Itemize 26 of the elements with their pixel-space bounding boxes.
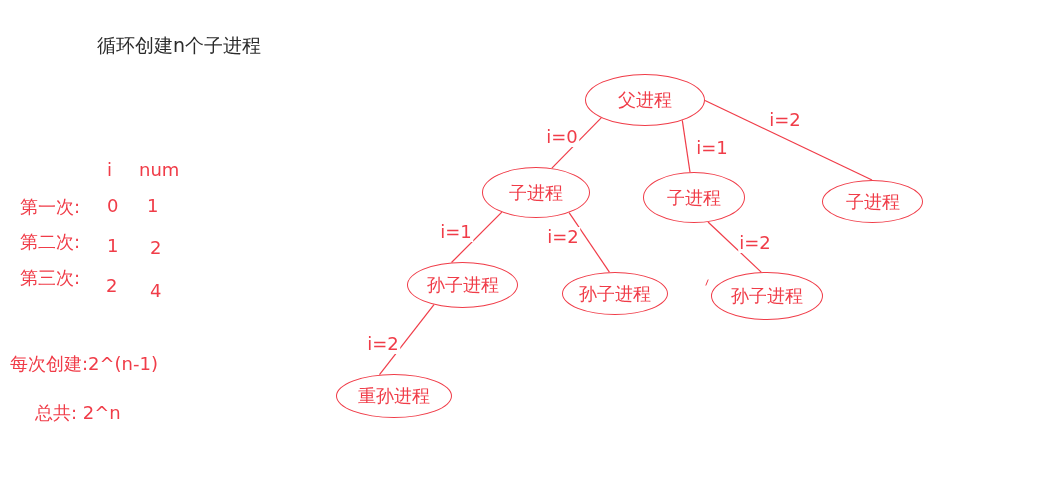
table-text: 第一次: <box>20 196 81 218</box>
table-text: 2 <box>150 237 162 259</box>
connector-line <box>707 221 762 273</box>
edge-label: i=2 <box>738 233 772 253</box>
table-text: 2 <box>106 275 118 297</box>
table-text: 第三次: <box>20 267 81 289</box>
table-text: 4 <box>150 280 162 302</box>
connector-line <box>378 304 435 376</box>
edge-label: i=2 <box>366 334 400 354</box>
connector-line <box>681 119 691 173</box>
title: 循环创建n个子进程 <box>97 34 262 56</box>
table-text: 每次创建:2^(n-1) <box>10 353 158 375</box>
table-text: 1 <box>107 235 119 257</box>
edge-label: i=1 <box>439 222 473 242</box>
table-text: i <box>107 159 112 181</box>
connector-line <box>450 211 503 264</box>
table-text: num <box>139 159 180 181</box>
table-text: 0 <box>107 195 119 217</box>
edge-label: i=0 <box>545 127 579 147</box>
connector-line <box>568 212 610 273</box>
table-text: 总共: 2^n <box>35 402 121 424</box>
table-text: 1 <box>147 195 159 217</box>
connector-line <box>551 117 602 169</box>
table-text: 第二次: <box>20 231 81 253</box>
process-ellipse: 子进程 <box>482 167 590 218</box>
connector-line <box>704 99 873 181</box>
